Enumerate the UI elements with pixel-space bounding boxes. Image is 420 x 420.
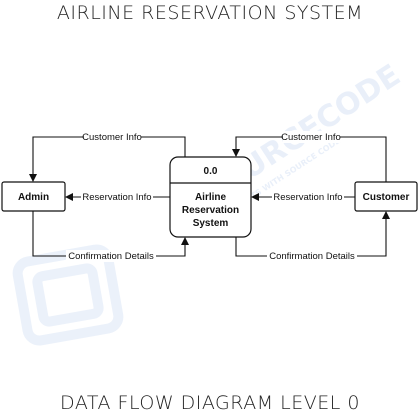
flow-label-admin-confirmation: Confirmation Details	[68, 251, 154, 262]
flow-label-customer-confirmation: Confirmation Details	[269, 251, 355, 262]
customer-entity-label: Customer	[363, 192, 410, 203]
diagram-title: AIRLINE RESERVATION SYSTEM	[56, 2, 364, 24]
diagram-subtitle: DATA FLOW DIAGRAM LEVEL 0	[60, 392, 360, 414]
flow-label-customer-reservation-info: Reservation Info	[273, 192, 342, 203]
flow-label-admin-customer-info: Customer Info	[82, 132, 142, 143]
flow-label-customer-customer-info: Customer Info	[281, 132, 341, 143]
process-name-line3: System	[193, 218, 229, 229]
flow-customer-confirmation	[235, 211, 390, 257]
process-id: 0.0	[204, 166, 218, 177]
process-name-line2: Reservation	[182, 205, 239, 216]
flow-admin-customer-info	[29, 136, 186, 182]
admin-entity-label: Admin	[18, 192, 49, 203]
process-name-line1: Airline	[195, 192, 227, 203]
flow-admin-confirmation	[32, 211, 189, 257]
flow-label-admin-reservation-info: Reservation Info	[82, 192, 151, 203]
